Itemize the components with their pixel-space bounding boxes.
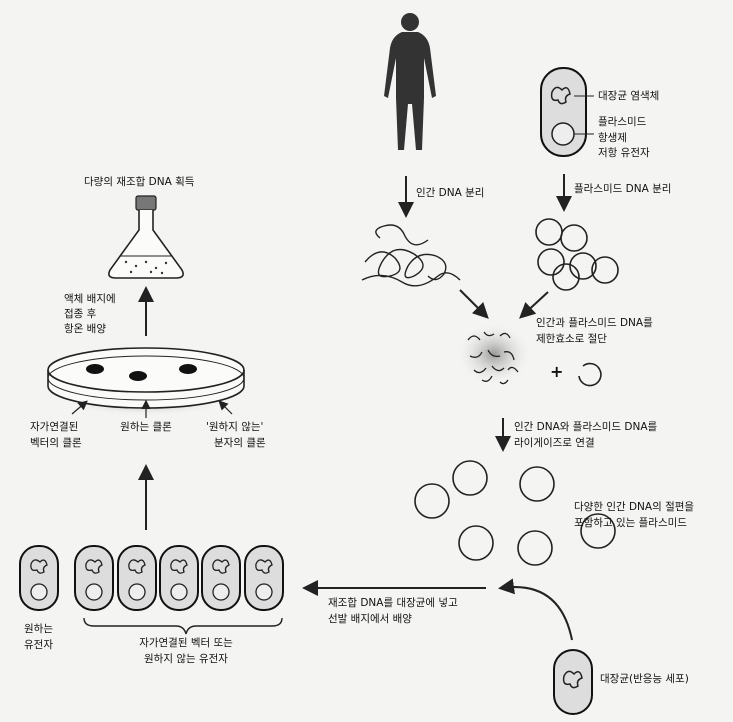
colony (129, 371, 147, 381)
transformed-cell (202, 546, 240, 610)
ligate-label-2: 라이게이즈로 연결 (514, 436, 595, 451)
plasmid-dna-circles (536, 219, 618, 290)
ligate-label-1: 인간 DNA와 플라스미드 DNA를 (514, 420, 657, 435)
competent-ecoli-icon (554, 650, 592, 714)
petri-dish-icon (48, 348, 244, 408)
antibiotic-label-1: 항생제 (598, 131, 627, 146)
transformed-cell (20, 546, 58, 610)
transformed-cell (75, 546, 113, 610)
unwanted-clone-label-2: 분자의 클론 (214, 436, 266, 451)
transformed-cells (20, 546, 283, 610)
desired-clone-label: 원하는 클론 (106, 420, 186, 435)
human-figure-icon (384, 13, 436, 150)
other-genes-label-1: 자가연결된 벡터 또는 (126, 636, 246, 651)
competent-cell-label: 대장균(반응능 세포) (600, 672, 689, 687)
cut-label-2: 제한효소로 절단 (536, 332, 607, 347)
plasmid-dna-isolation-label: 플라스미드 DNA 분리 (574, 182, 671, 197)
colony (86, 364, 104, 374)
flask-icon (109, 196, 183, 278)
desired-gene-label-2: 유전자 (24, 638, 53, 653)
transformed-cell (118, 546, 156, 610)
self-clone-label-1: 자가연결된 (30, 420, 78, 435)
various-label-2: 포함하고 있는 플라스미드 (574, 516, 687, 531)
brace (84, 618, 282, 634)
insert-label-1: 재조합 DNA를 대장균에 넣고 (328, 596, 458, 611)
obtain-dna-label: 다량의 재조합 DNA 획득 (84, 175, 194, 190)
antibiotic-label-2: 저항 유전자 (598, 146, 650, 161)
insert-label-2: 선발 배지에서 배양 (328, 612, 412, 627)
liquid-culture-label-2: 접종 후 (64, 307, 96, 322)
curved-arrow (502, 587, 572, 640)
plasmid-label: 플라스미드 (598, 115, 646, 130)
desired-gene-label-1: 원하는 (24, 622, 53, 637)
plus-sign: + (550, 364, 563, 379)
human-dna-strand (362, 225, 460, 286)
cut-plasmid-open-ring (579, 364, 601, 386)
self-clone-label-2: 벡터의 클론 (30, 436, 82, 451)
transformed-cell (245, 546, 283, 610)
transformed-cell (160, 546, 198, 610)
converge-arrow-left (460, 290, 486, 316)
cut-label-1: 인간과 플라스미드 DNA를 (536, 316, 653, 331)
ecoli-chromosome-label: 대장균 염색체 (598, 89, 659, 104)
liquid-culture-label-1: 액체 배지에 (64, 292, 116, 307)
colony (179, 364, 197, 374)
bacterium-with-plasmid-icon (541, 68, 594, 156)
various-label-1: 다양한 인간 DNA의 절편을 (574, 500, 694, 515)
other-genes-label-2: 원하지 않는 유전자 (126, 652, 246, 667)
liquid-culture-label-3: 항온 배양 (64, 322, 106, 337)
unwanted-clone-label-1: '원하지 않는' (206, 420, 263, 435)
unwanted-pointer (220, 402, 232, 414)
converge-arrow-right (522, 292, 548, 316)
human-dna-isolation-label: 인간 DNA 분리 (416, 186, 484, 201)
